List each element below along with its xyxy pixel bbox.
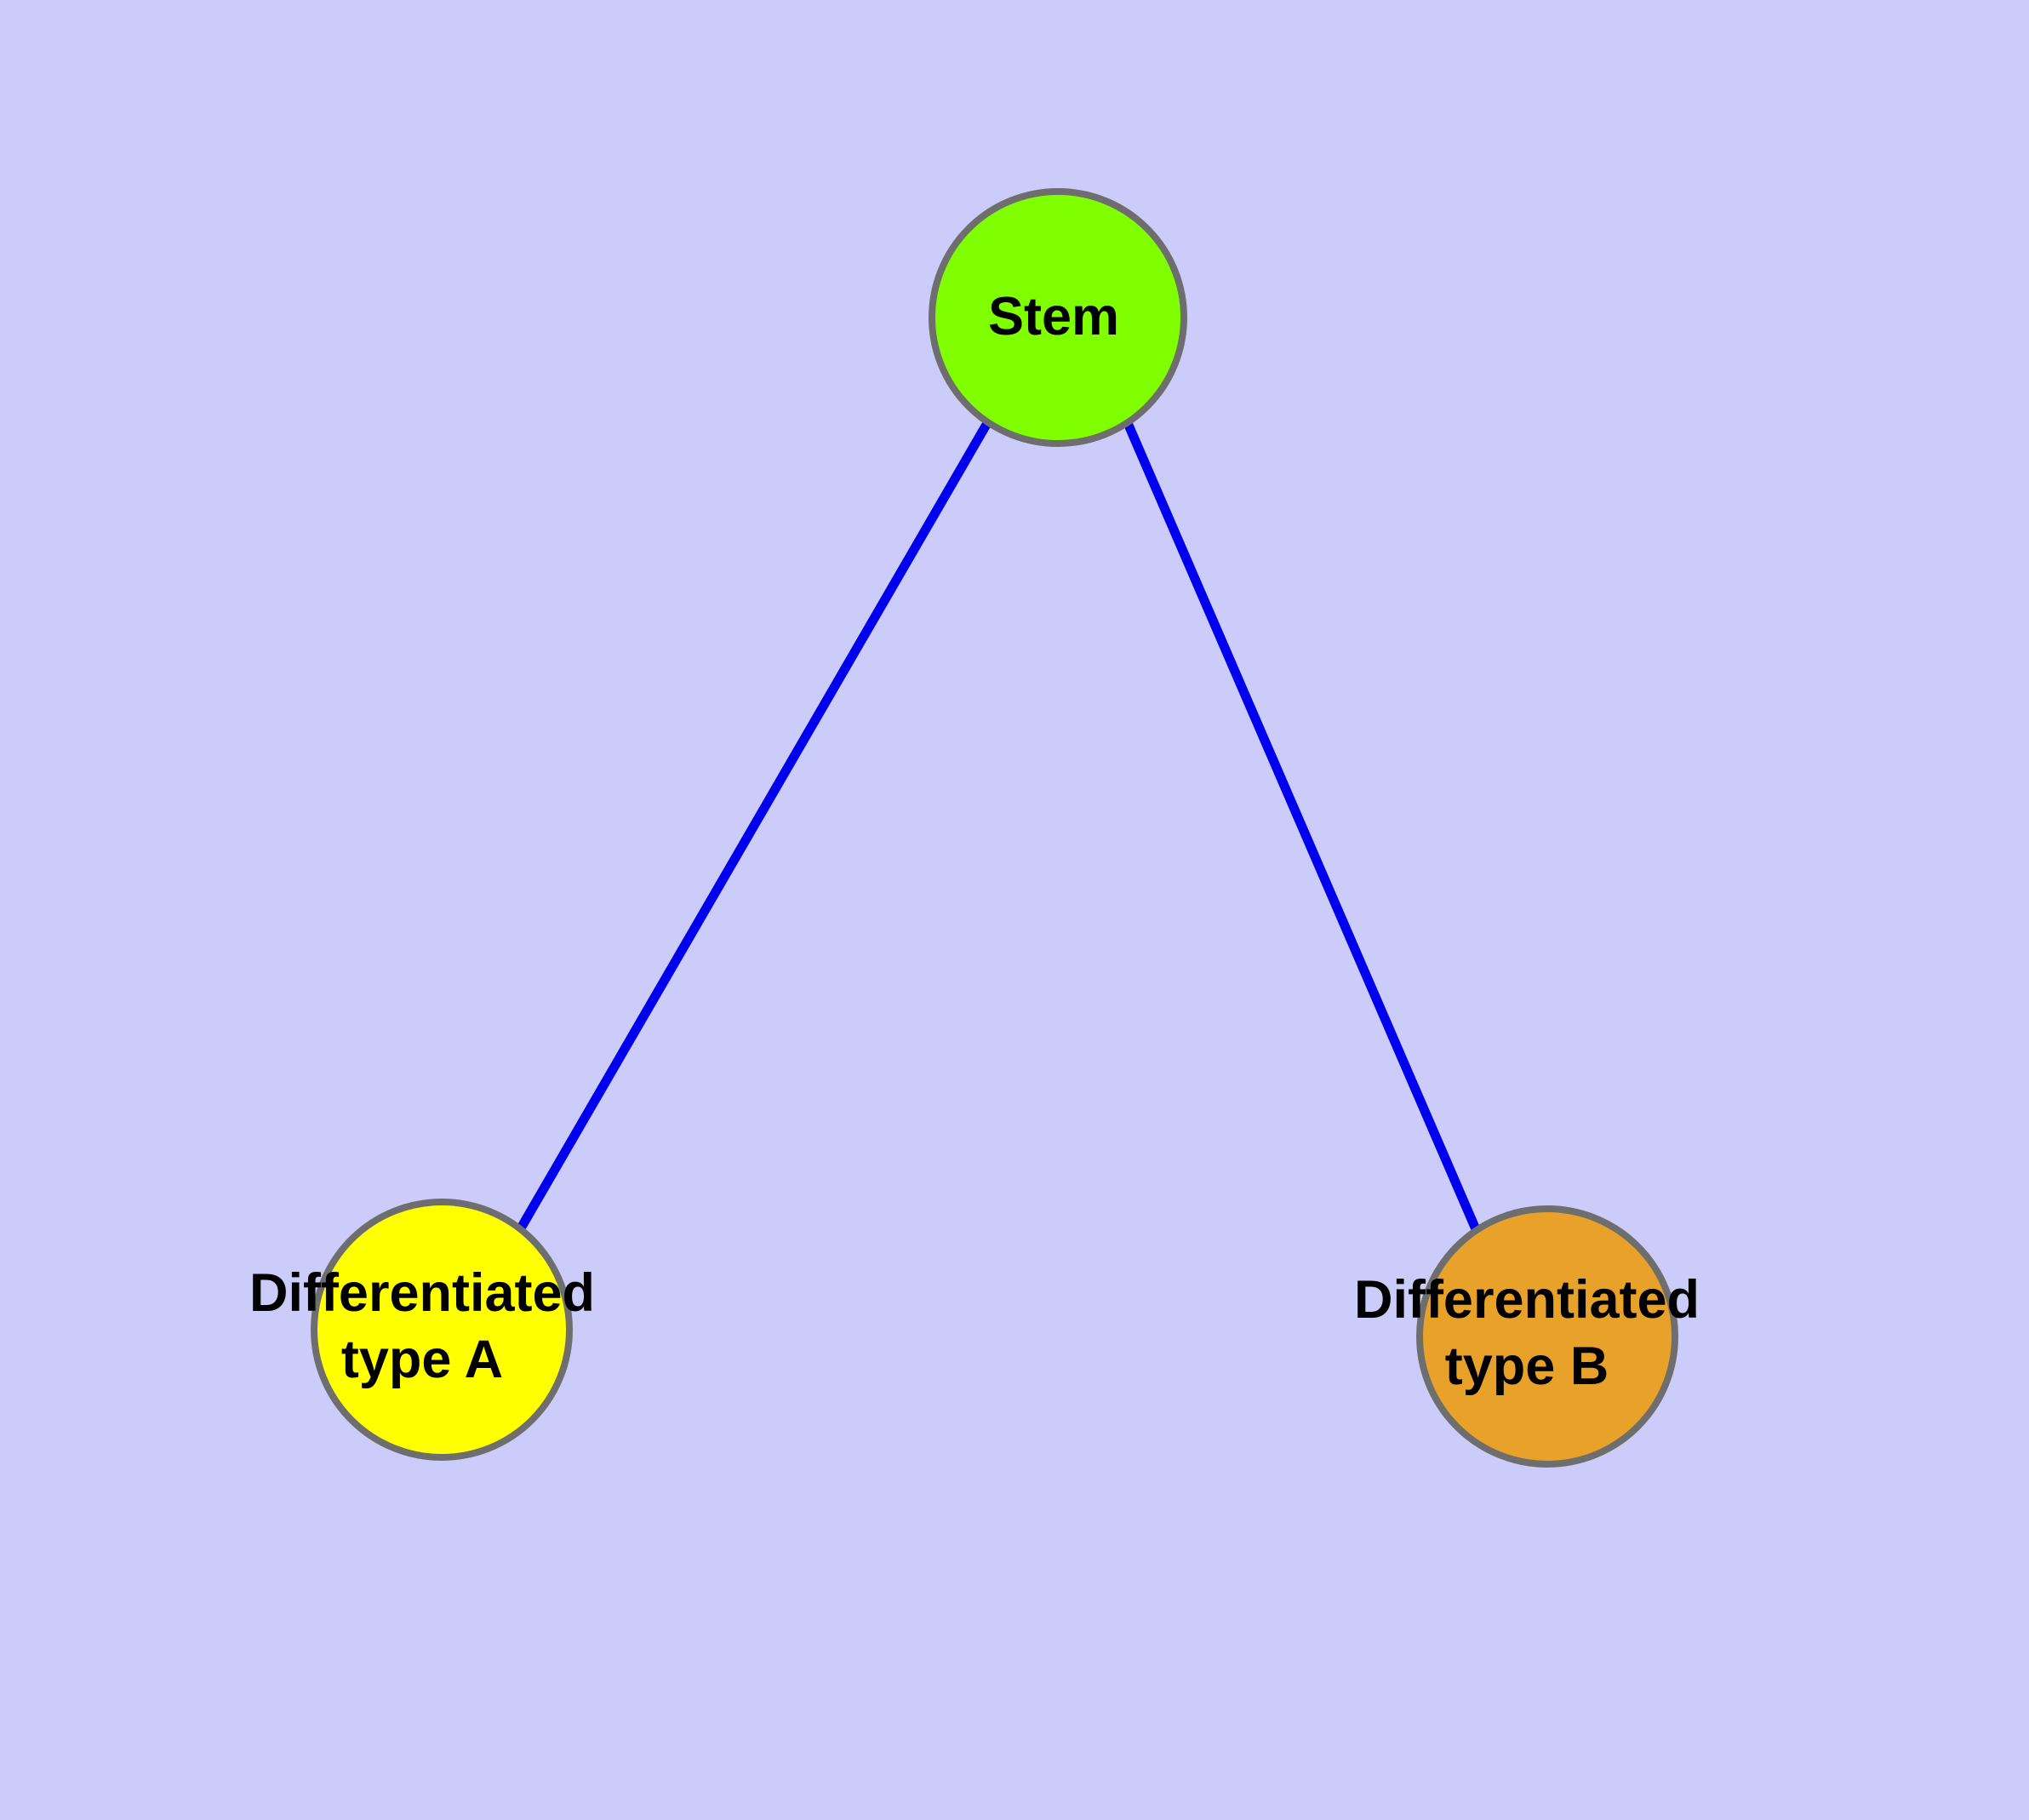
node-label-line: type B (1445, 1336, 1609, 1396)
node-label-diff_a: Differentiated type A (249, 1263, 595, 1389)
node-stem[interactable] (929, 188, 1187, 447)
node-label-line: type A (341, 1330, 503, 1389)
node-label-stem: Stem (988, 287, 1119, 346)
nodes-layer (311, 188, 1678, 1468)
node-label-line: Differentiated (249, 1263, 595, 1323)
node-label-line: Stem (988, 287, 1119, 346)
edges-layer (517, 421, 1481, 1232)
edge-stem-to-diff_a[interactable] (517, 421, 992, 1229)
node-diff_b[interactable] (1416, 1205, 1678, 1468)
node-diff_a[interactable] (311, 1199, 573, 1461)
edge-stem-to-diff_b[interactable] (1123, 421, 1481, 1232)
node-label-line: Differentiated (1354, 1270, 1700, 1330)
